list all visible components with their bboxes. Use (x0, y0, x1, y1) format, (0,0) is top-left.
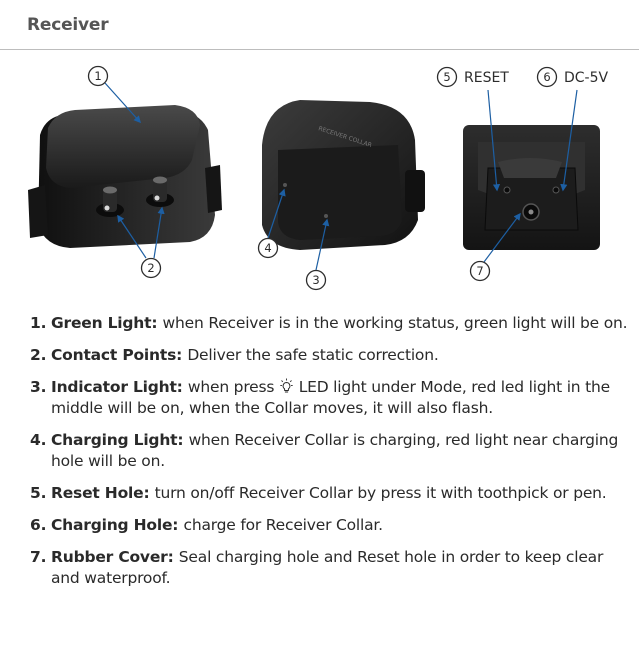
callout-4: 4 (257, 237, 279, 259)
callout-5: 5 RESET (436, 66, 509, 88)
item-description: Deliver the safe static correction. (187, 346, 439, 364)
callout-7: 7 (469, 260, 491, 282)
callout-3-number: 3 (312, 273, 319, 287)
item-term: Contact Points: (51, 346, 188, 364)
receiver-side-view: RECEIVER COLLAR (262, 100, 425, 250)
list-item: 4. Charging Light: when Receiver Collar … (30, 430, 630, 472)
item-description: when Receiver is in the working status, … (162, 314, 628, 332)
callout-1-number: 1 (94, 69, 101, 83)
page-title: Receiver (27, 15, 109, 35)
item-description-before-icon: when press (187, 378, 279, 396)
item-description: turn on/off Receiver Collar by press it … (154, 484, 607, 502)
list-item: 5. Reset Hole: turn on/off Receiver Coll… (30, 483, 630, 504)
reset-hole (503, 186, 511, 194)
item-description-after-icon: LED light under Mode, red led light in t… (51, 378, 610, 417)
item-number: 5. (30, 484, 47, 502)
contact-point-left (96, 186, 124, 217)
receiver-back-view (463, 125, 600, 250)
leader-lines (104, 82, 578, 271)
item-description: charge for Receiver Collar. (183, 516, 384, 534)
item-number: 1. (30, 314, 47, 332)
callout-5-number: 5 (443, 70, 450, 84)
page-header: Receiver (0, 0, 639, 50)
item-term: Charging Light: (51, 431, 189, 449)
callout-7-number: 7 (476, 264, 483, 278)
list-item: 3. Indicator Light: when press LED light… (30, 377, 630, 419)
callout-6-number: 6 (543, 70, 550, 84)
list-item: 1. Green Light: when Receiver is in the … (30, 313, 630, 334)
feature-list: 1. Green Light: when Receiver is in the … (30, 313, 630, 600)
receiver-top-view (28, 105, 222, 248)
item-term: Charging Hole: (51, 516, 184, 534)
item-description: when Receiver Collar is charging, red li… (51, 431, 619, 470)
item-term: Rubber Cover: (51, 548, 179, 566)
item-description: Seal charging hole and Reset hole in ord… (51, 548, 604, 587)
callout-2: 2 (140, 257, 162, 279)
list-item: 7. Rubber Cover: Seal charging hole and … (30, 547, 630, 589)
item-number: 6. (30, 516, 47, 534)
callout-6-label: DC-5V (564, 70, 609, 86)
contact-point-right (146, 176, 174, 207)
callout-2-number: 2 (147, 261, 154, 275)
item-number: 2. (30, 346, 47, 364)
callout-6: 6 DC-5V (536, 66, 609, 88)
led-bulb-icon (280, 378, 293, 393)
item-number: 4. (30, 431, 47, 449)
item-term: Indicator Light: (51, 378, 188, 396)
item-number: 3. (30, 378, 47, 396)
receiver-figure: RECEIVER COLLAR 1 2 3 (28, 65, 609, 291)
callout-4-number: 4 (264, 241, 271, 255)
item-term: Green Light: (51, 314, 163, 332)
list-item: 6. Charging Hole: charge for Receiver Co… (30, 515, 630, 536)
callout-3: 3 (305, 269, 327, 291)
callout-1: 1 (87, 65, 109, 87)
item-number: 7. (30, 548, 47, 566)
callout-5-label: RESET (464, 70, 509, 86)
list-item: 2. Contact Points: Deliver the safe stat… (30, 345, 630, 366)
item-term: Reset Hole: (51, 484, 155, 502)
